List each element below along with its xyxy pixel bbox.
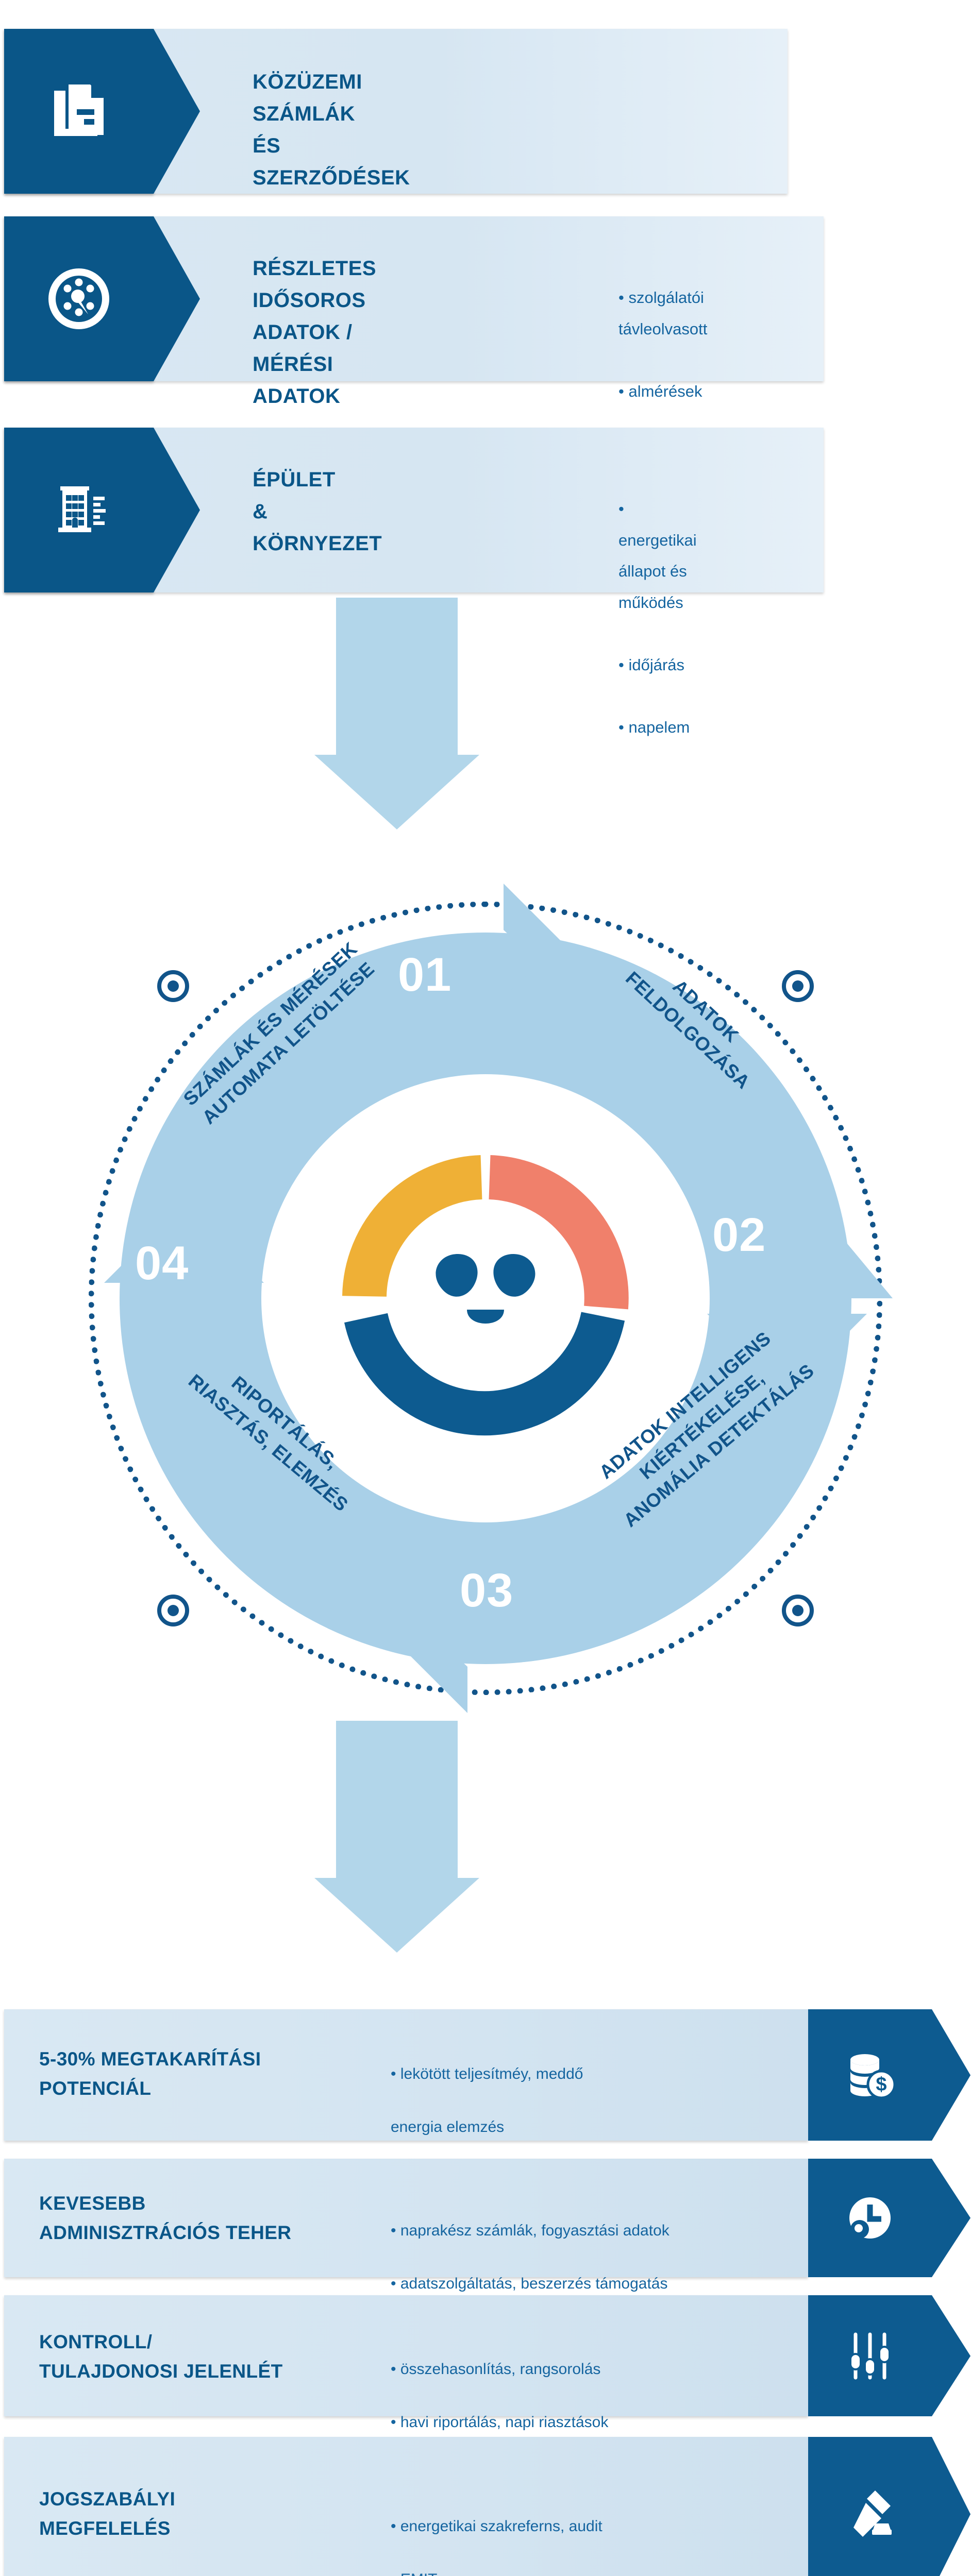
benefit-icon-cap: .ben-row[data-name="benefit-row-complian… — [808, 2437, 970, 2576]
clock-icon — [843, 2191, 897, 2245]
target-dot-icon — [781, 970, 814, 1003]
cycle-step-number-04: 04 — [135, 1237, 189, 1290]
bullet-item: • naprakész számlák, fogyasztási adatok — [391, 2222, 669, 2239]
benefit-title: 5-30% MEGTAKARÍTÁSI POTENCIÁL — [39, 2048, 261, 2099]
benefit-icon-cap: .ben-row[data-name="benefit-row-control"… — [808, 2295, 970, 2416]
source-title: ÉPÜLET & KÖRNYEZET — [253, 468, 382, 555]
bullet-item: energia elemzés — [391, 2118, 505, 2136]
bullet-item: • összehasonlítás, rangsorolás — [391, 2360, 601, 2378]
panda-nose — [467, 1310, 504, 1324]
benefit-row-savings: .ben-row[data-name="benefit-row-savings"… — [4, 2009, 970, 2189]
panda-face — [407, 1220, 564, 1377]
bullet-item: • lekötött teljesítméy, meddő — [391, 2065, 583, 2082]
source-icon-tab: .src-row[data-name="source-row-timeserie… — [4, 216, 200, 381]
gavel-icon — [843, 2487, 897, 2541]
benefit-title: KEVESEBB ADMINISZTRÁCIÓS TEHER — [39, 2193, 292, 2244]
bullet-item: • energetikai állapot és működés — [618, 500, 697, 612]
flow-arrow-down-top — [314, 598, 479, 829]
cycle-quadrant-02 — [486, 933, 851, 1298]
arrow-shaft — [336, 598, 458, 755]
cycle-step-number-03: 03 — [460, 1564, 514, 1617]
arrow-shaft — [336, 1721, 458, 1878]
coin-stack-dollar-icon: $ — [843, 2048, 897, 2102]
donut-segment-yellow — [342, 1155, 483, 1297]
source-icon-tab: .src-row[data-name="source-row-utility-b… — [4, 29, 200, 194]
benefit-bullets: • összehasonlítás, rangsorolás • havi ri… — [391, 2329, 608, 2462]
cycle-quadrant-03 — [486, 1298, 851, 1664]
benefit-row-admin: .ben-row[data-name="benefit-row-admin"] … — [4, 2159, 970, 2292]
bullet-item: • napelem — [618, 718, 690, 736]
benefit-band — [4, 2437, 808, 2576]
bullet-item: • energetikai szakreferns, audit — [391, 2517, 602, 2535]
donut-segment-coral — [488, 1155, 629, 1310]
arrow-head — [314, 1878, 479, 1953]
panda-eye-left — [436, 1254, 478, 1297]
target-dot-icon — [781, 1594, 814, 1627]
benefit-row-compliance: .ben-row[data-name="benefit-row-complian… — [4, 2437, 970, 2576]
meter-gauge-icon — [48, 268, 110, 330]
cycle-quadrant-04 — [120, 1298, 486, 1664]
cycle-step-number-01: 01 — [398, 948, 452, 1001]
cycle-arrows-svg — [104, 884, 893, 1713]
cycle-step-number-02: 02 — [712, 1209, 766, 1261]
benefit-icon-cap: .ben-row[data-name="benefit-row-savings"… — [808, 2009, 970, 2141]
benefit-bullets: • energetikai szakreferns, audit • EMIT — [391, 2486, 602, 2576]
benefit-title: JOGSZABÁLYI MEGFELELÉS — [39, 2488, 176, 2539]
sliders-icon — [843, 2329, 897, 2383]
bullet-item: • időjárás — [618, 655, 685, 674]
target-dot-icon — [157, 970, 190, 1003]
building-chart-icon — [48, 479, 110, 541]
panda-eye-right — [493, 1254, 535, 1297]
source-title: RÉSZLETES IDŐSOROS ADATOK / MÉRÉSI ADATO… — [253, 257, 377, 408]
documents-icon — [48, 80, 110, 142]
bullet-item: • EMIT — [391, 2566, 602, 2576]
source-title: KÖZÜZEMI SZÁMLÁK ÉS SZERZŐDÉSEK — [253, 71, 410, 189]
flow-arrow-down-bottom — [314, 1721, 479, 1953]
arrow-head — [314, 755, 479, 829]
bullet-item: • havi riportálás, napi riasztások — [391, 2413, 609, 2431]
source-icon-tab: .src-row[data-name="source-row-building"… — [4, 428, 200, 592]
benefit-band — [4, 2159, 808, 2277]
bullet-item: • szolgálatói távleolvasott — [618, 289, 708, 338]
benefit-icon-cap: .ben-row[data-name="benefit-row-admin"] … — [808, 2159, 970, 2277]
donut-segment-navy — [344, 1311, 625, 1436]
benefit-bullets: • naprakész számlák, fogyasztási adatok … — [391, 2191, 669, 2324]
panda-donut-logo — [342, 1155, 629, 1436]
benefit-band — [4, 2009, 808, 2141]
cycle-arrow-heads — [104, 884, 867, 1713]
bullet-item: • almérések — [618, 382, 702, 400]
benefit-title: KONTROLL/ TULAJDONOSI JELENLÉT — [39, 2331, 283, 2382]
bullet-item: • adatszolgáltatás, beszerzés támogatás — [391, 2275, 668, 2292]
process-cycle-diagram: 01 02 03 04 SZÁMLÁK ÉS MÉRÉSEK AUTOMATA … — [58, 871, 913, 1726]
benefit-band — [4, 2295, 808, 2416]
target-dot-icon — [157, 1594, 190, 1627]
svg-text:$: $ — [876, 2074, 886, 2095]
source-bullets: • energetikai állapot és működés • időjá… — [618, 463, 697, 774]
benefit-row-control: .ben-row[data-name="benefit-row-control"… — [4, 2295, 970, 2431]
